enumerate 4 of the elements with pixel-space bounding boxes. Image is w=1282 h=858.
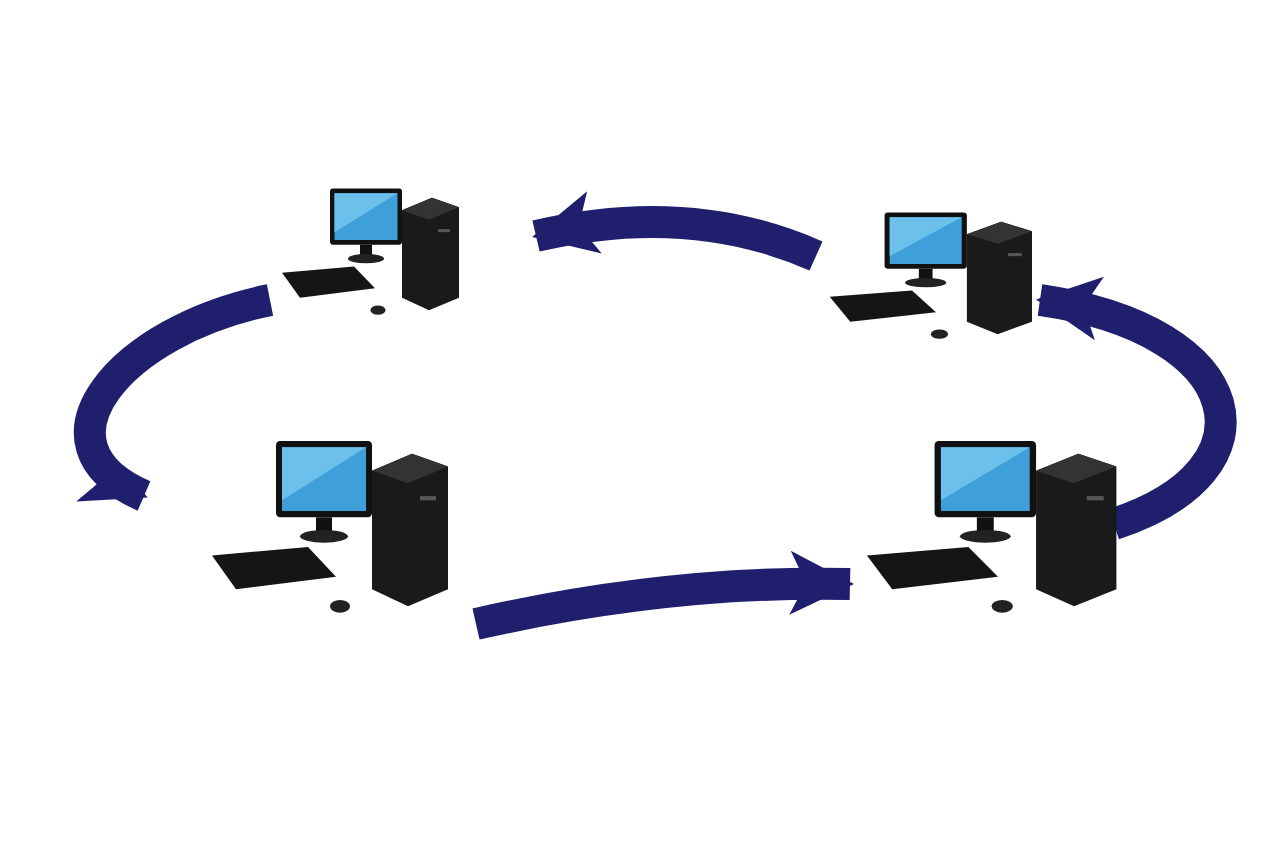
curved-arrow — [472, 551, 854, 640]
curved-arrow — [74, 284, 274, 510]
curved-arrow — [532, 192, 823, 271]
curved-arrow — [1036, 280, 1237, 539]
